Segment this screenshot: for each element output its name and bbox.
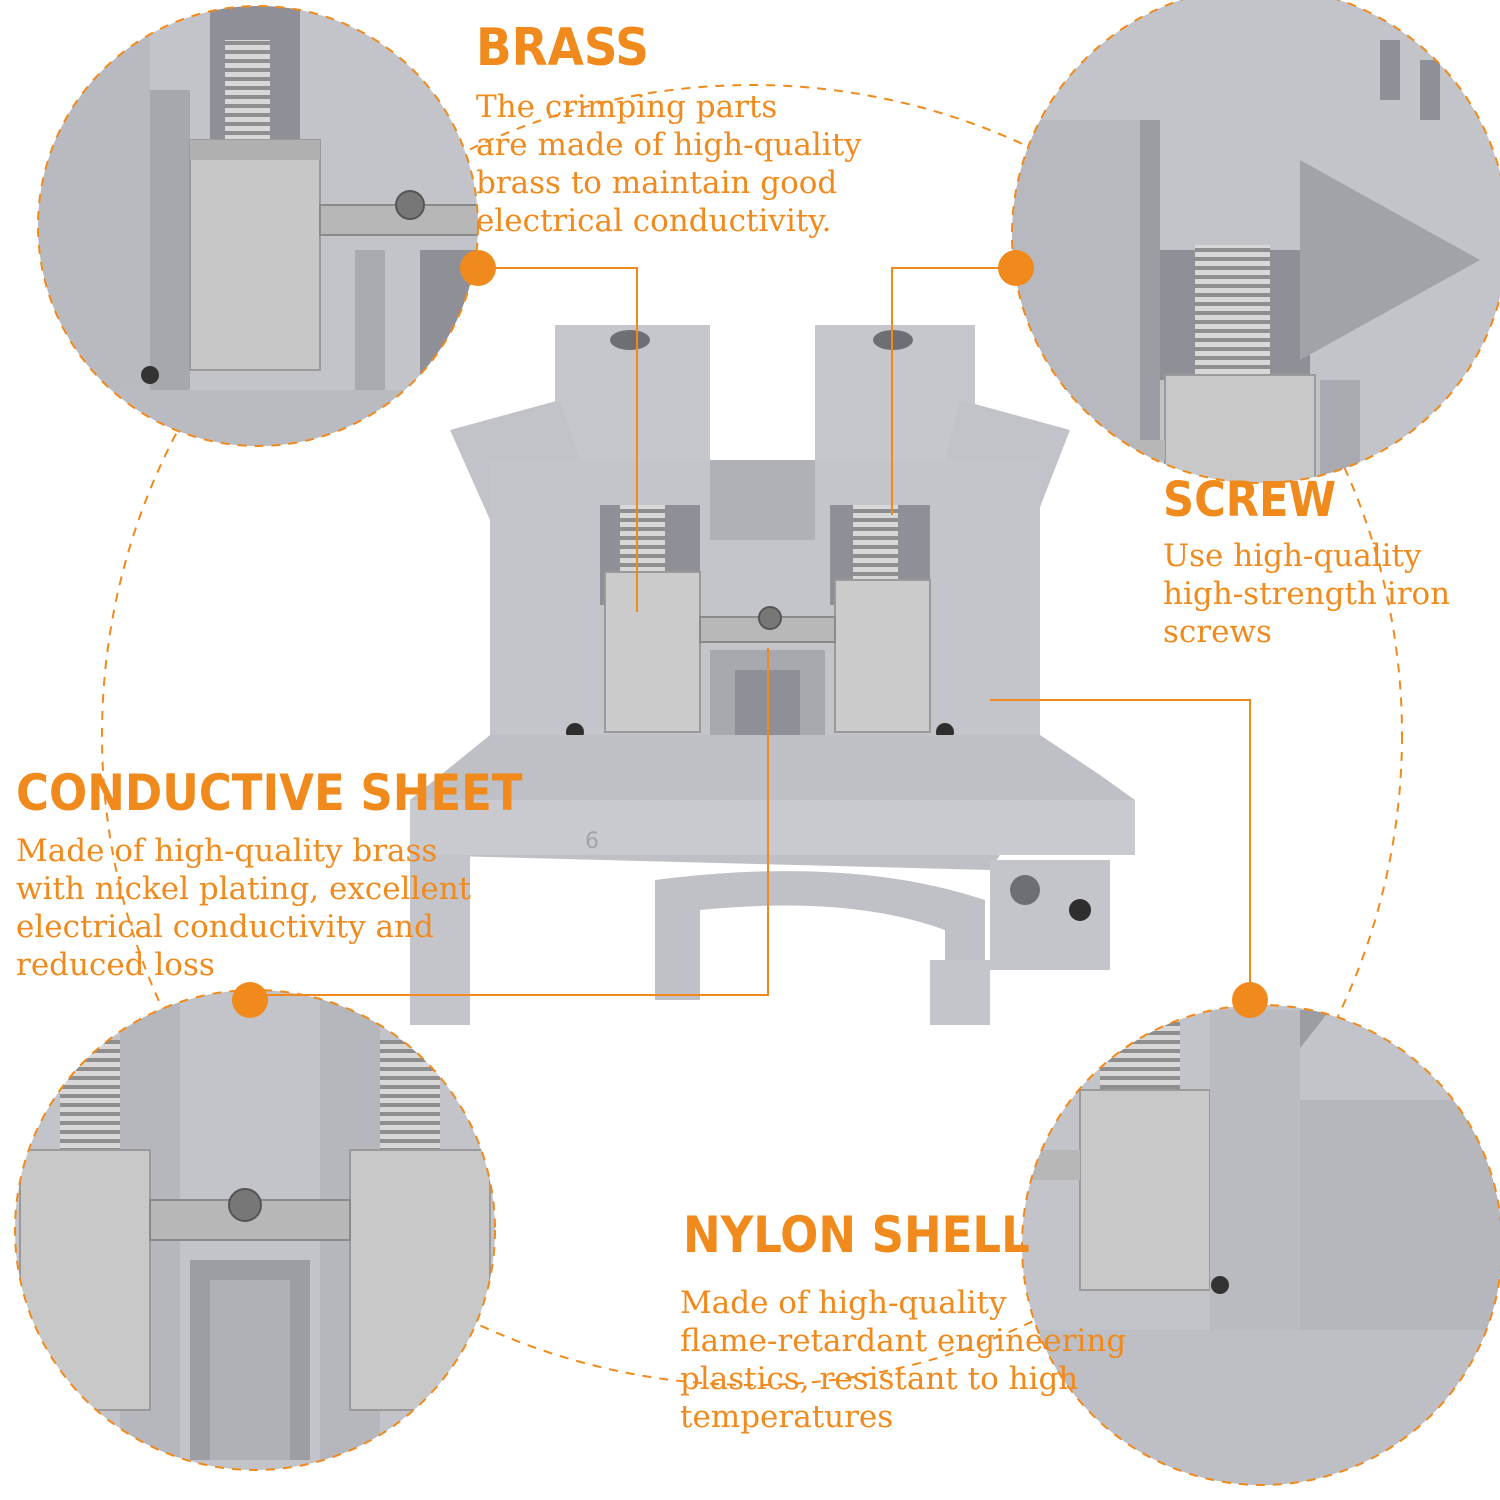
conductive-sheet-description: Made of high-quality brass with nickel p… xyxy=(16,832,471,984)
screw-description-line: screws xyxy=(1163,614,1272,650)
conductive-sheet-description-line: Made of high-quality brass xyxy=(16,833,438,869)
nylon-shell-description-line: temperatures xyxy=(680,1399,894,1435)
callout-leaders xyxy=(232,250,1268,1018)
brass-detail-photo xyxy=(38,6,478,446)
nylon-shell-description: Made of high-quality flame-retardant eng… xyxy=(680,1284,1126,1436)
nylon-shell-description-line: Made of high-quality xyxy=(680,1285,1007,1321)
product-marking: 6 xyxy=(585,829,599,854)
screw-description: Use high-quality high-strength iron scre… xyxy=(1163,537,1450,651)
callout-dot xyxy=(1232,982,1268,1018)
brass-description-line: are made of high-quality xyxy=(476,127,862,163)
brass-description: The crimping parts are made of high-qual… xyxy=(476,88,862,240)
dashed-ring xyxy=(101,84,1403,1386)
nylon-shell-description-line: plastics, resistant to high xyxy=(680,1361,1079,1397)
callout-dot xyxy=(998,250,1034,286)
conductive-sheet-description-line: with nickel plating, excellent xyxy=(16,871,472,907)
conductive-sheet-detail-photo xyxy=(15,990,495,1470)
callout-dot xyxy=(232,982,268,1018)
brass-description-line: brass to maintain good xyxy=(476,165,838,201)
conductive-sheet-description-line: electrical conductivity and xyxy=(16,909,434,945)
brass-description-line: electrical conductivity. xyxy=(476,203,832,239)
screw-title: SCREW xyxy=(1163,472,1337,528)
screw-description-line: Use high-quality xyxy=(1163,538,1422,574)
callout-dot xyxy=(460,250,496,286)
screw-detail-photo xyxy=(1012,0,1500,483)
brass-description-line: The crimping parts xyxy=(476,89,778,125)
conductive-sheet-description-line: reduced loss xyxy=(16,947,215,983)
nylon-shell-detail-photo xyxy=(1022,1005,1500,1485)
nylon-shell-description-line: flame-retardant engineering xyxy=(680,1323,1127,1359)
nylon-shell-title: NYLON SHELL xyxy=(683,1206,1030,1264)
brass-title: BRASS xyxy=(476,18,649,78)
conductive-sheet-title: CONDUCTIVE SHEET xyxy=(16,764,523,822)
terminal-block-image: 6 xyxy=(410,325,1135,1025)
screw-description-line: high-strength iron xyxy=(1163,576,1451,612)
